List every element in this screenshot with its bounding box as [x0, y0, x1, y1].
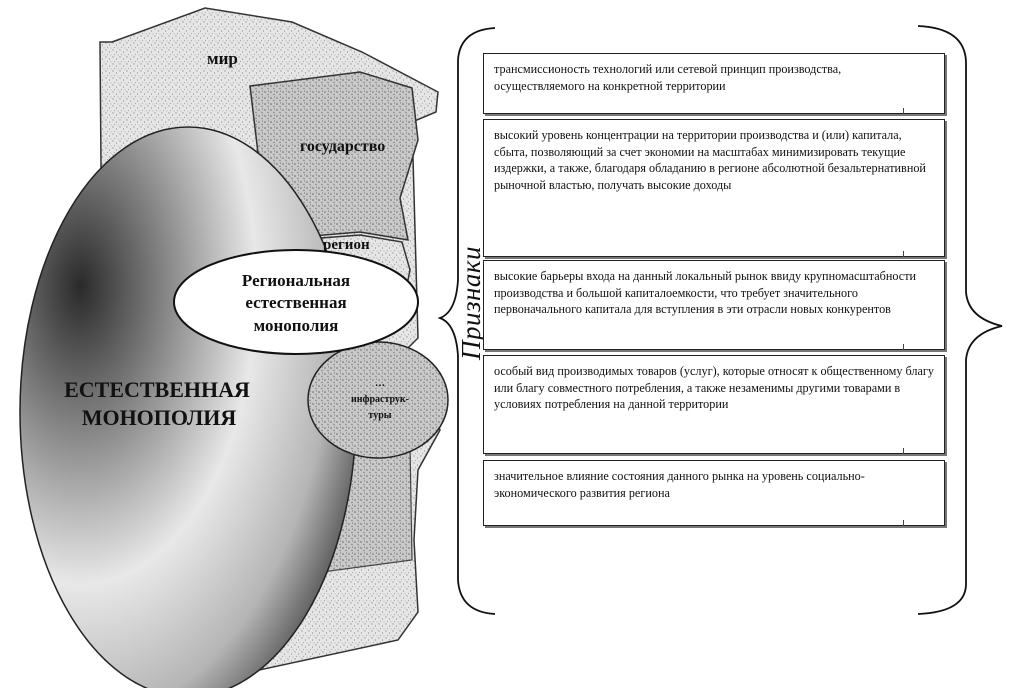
label-state: государство: [300, 138, 385, 155]
left-brace: [437, 27, 496, 615]
right-brace: [917, 25, 1003, 615]
feature-text: высокий уровень концентрации на территор…: [494, 128, 926, 192]
natural-monopoly-line-1: ЕСТЕСТВЕННАЯ: [64, 377, 250, 402]
regional-monopoly-line-2: естественная: [245, 293, 346, 312]
feature-text: значительное влияние состояния данного р…: [494, 469, 865, 500]
natural-monopoly-line-2: МОНОПОЛИЯ: [82, 405, 237, 430]
regional-monopoly-ellipse: [173, 249, 419, 355]
regional-monopoly-line-3: монополия: [254, 316, 339, 335]
feature-text: высокие барьеры входа на данный локальны…: [494, 269, 917, 316]
infrastructure-ellipse: [307, 341, 449, 459]
feature-box-3: высокие барьеры входа на данный локальны…: [483, 260, 945, 350]
feature-box-4: особый вид производимых товаров (услуг),…: [483, 355, 945, 454]
regional-monopoly-line-1: Региональная: [242, 271, 350, 290]
feature-box-1: трансмиссионость технологий или сетевой …: [483, 53, 945, 114]
feature-box-5: значительное влияние состояния данного р…: [483, 460, 945, 526]
infrastructure-line-2: инфраструк-: [351, 394, 409, 405]
feature-text: особый вид производимых товаров (услуг),…: [494, 364, 934, 411]
feature-box-2: высокий уровень концентрации на территор…: [483, 119, 945, 257]
infrastructure-line-1: …: [375, 378, 385, 389]
label-world: мир: [207, 49, 238, 68]
infrastructure-line-3: туры: [368, 410, 391, 421]
feature-text: трансмиссионость технологий или сетевой …: [494, 62, 842, 93]
label-region: регион: [323, 237, 370, 253]
signs-heading: Признаки: [456, 245, 486, 360]
